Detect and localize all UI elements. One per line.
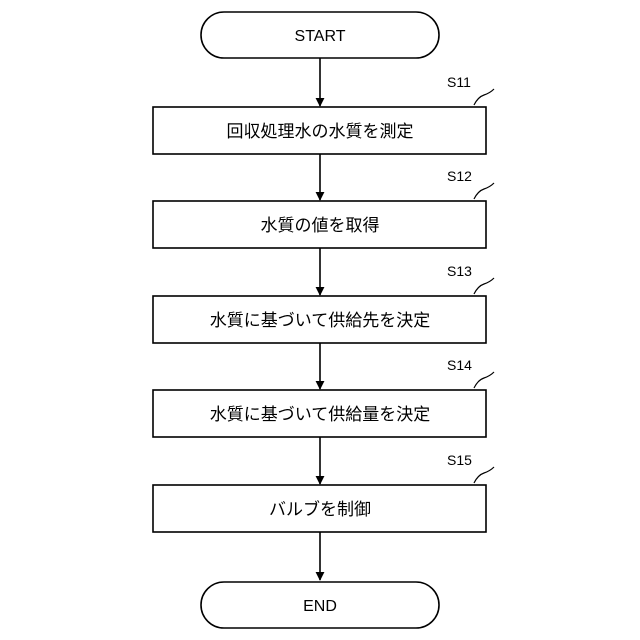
step-label-s12: S12 [447,168,472,184]
step-leader-s15 [474,467,494,483]
process-text-s14: 水質に基づいて供給量を決定 [210,405,431,425]
step-label-s14: S14 [447,357,472,373]
process-text-s11: 回収処理水の水質を測定 [227,122,414,142]
process-text-s15: バルブを制御 [269,499,371,520]
step-label-s15: S15 [447,452,472,468]
step-leader-s14 [474,372,494,388]
end-label: END [303,598,337,615]
step-label-s11: S11 [447,74,471,90]
step-leader-s11 [474,89,494,105]
process-text-s13: 水質に基づいて供給先を決定 [210,311,431,331]
process-text-s12: 水質の値を取得 [261,216,380,236]
step-leader-s12 [474,183,494,199]
step-leader-s13 [474,278,494,294]
step-label-s13: S13 [447,263,472,279]
start-label: START [295,28,346,45]
